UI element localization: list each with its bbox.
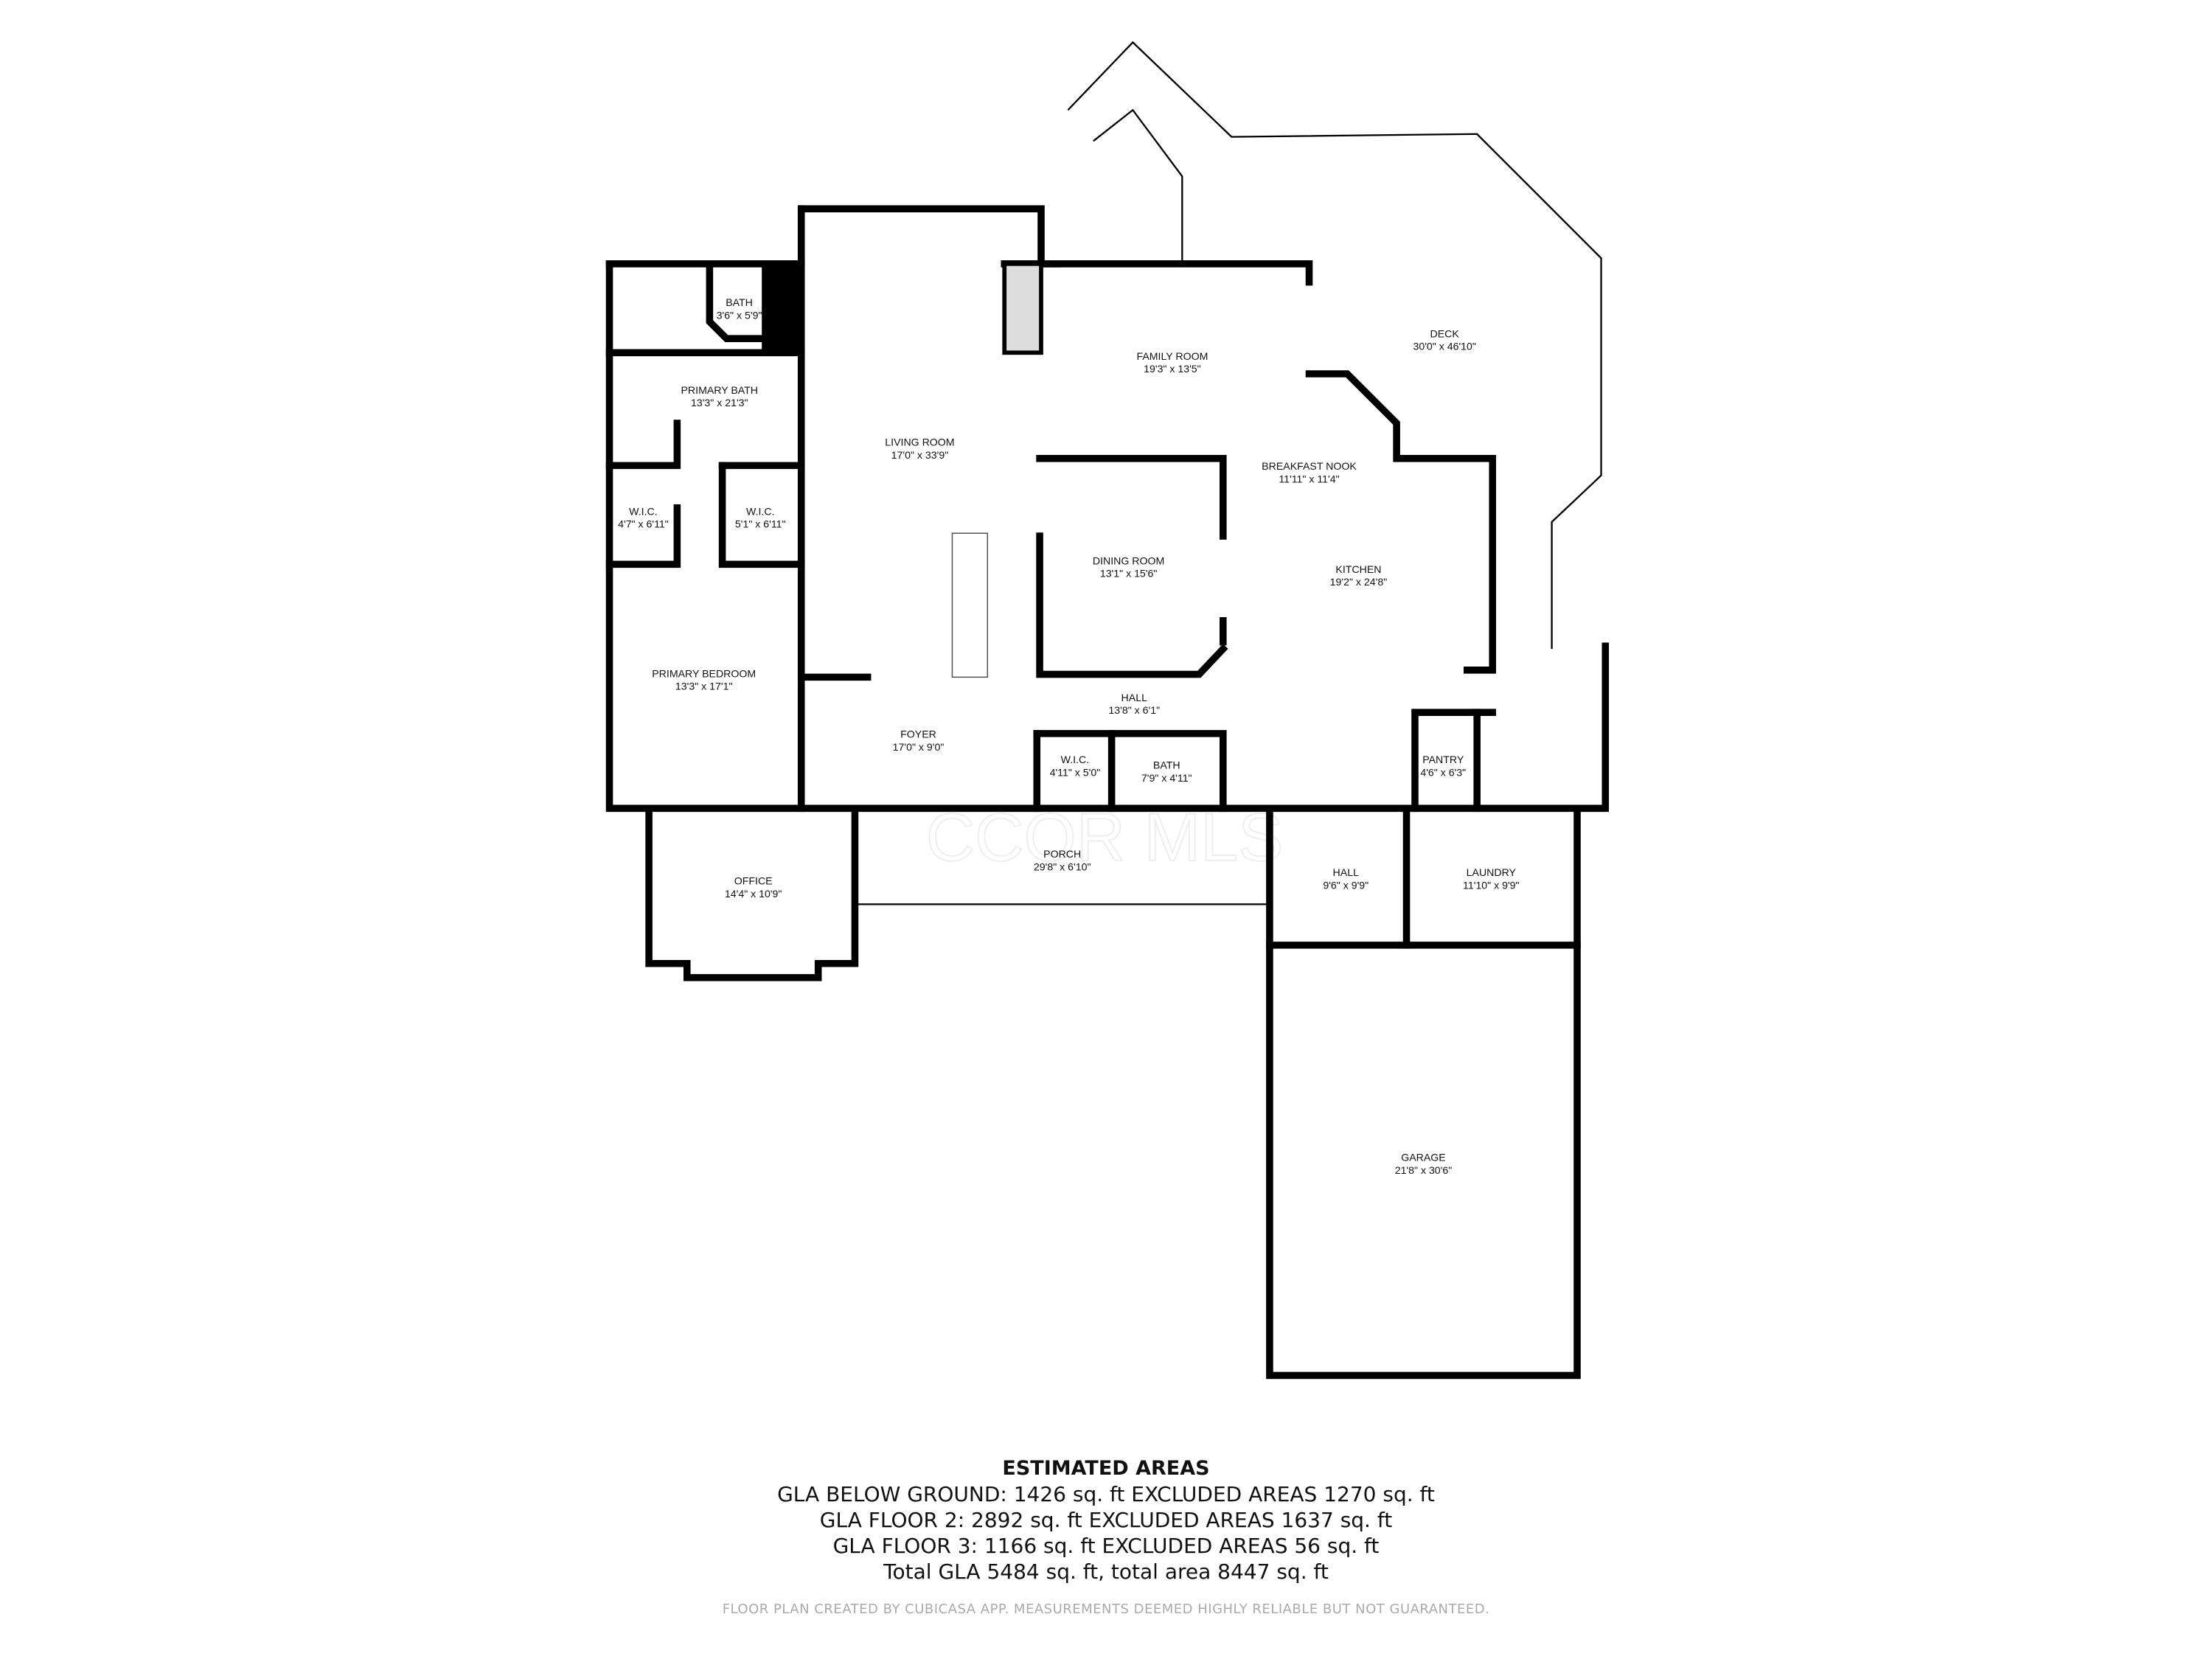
svg-text:HALL: HALL bbox=[1121, 692, 1148, 703]
estimated-areas: ESTIMATED AREAS GLA BELOW GROUND: 1426 s… bbox=[0, 1456, 2212, 1585]
svg-text:BATH: BATH bbox=[726, 296, 753, 308]
svg-text:BATH: BATH bbox=[1153, 759, 1180, 771]
svg-text:13'8" x 6'1": 13'8" x 6'1" bbox=[1108, 704, 1160, 716]
svg-text:13'3" x 21'3": 13'3" x 21'3" bbox=[691, 397, 748, 408]
area-line: GLA FLOOR 2: 2892 sq. ft EXCLUDED AREAS … bbox=[819, 1508, 1393, 1532]
area-line: Total GLA 5484 sq. ft, total area 8447 s… bbox=[883, 1559, 1329, 1584]
svg-text:W.I.C.: W.I.C. bbox=[746, 505, 775, 517]
svg-text:21'8" x 30'6": 21'8" x 30'6" bbox=[1395, 1164, 1453, 1176]
svg-text:13'1" x 15'6": 13'1" x 15'6" bbox=[1100, 568, 1158, 580]
svg-text:13'3" x 17'1": 13'3" x 17'1" bbox=[675, 681, 733, 692]
svg-text:4'6" x 6'3": 4'6" x 6'3" bbox=[1420, 766, 1466, 778]
svg-text:19'3" x 13'5": 19'3" x 13'5" bbox=[1144, 363, 1201, 375]
svg-text:PRIMARY BATH: PRIMARY BATH bbox=[681, 384, 759, 396]
svg-text:OFFICE: OFFICE bbox=[734, 875, 773, 887]
svg-text:FOYER: FOYER bbox=[900, 728, 936, 740]
svg-text:BREAKFAST NOOK: BREAKFAST NOOK bbox=[1262, 460, 1357, 472]
svg-text:9'6" x 9'9": 9'6" x 9'9" bbox=[1323, 879, 1368, 891]
svg-text:PORCH: PORCH bbox=[1043, 848, 1081, 860]
svg-text:5'1" x 6'11": 5'1" x 6'11" bbox=[735, 518, 786, 530]
svg-text:4'7" x 6'11": 4'7" x 6'11" bbox=[618, 518, 669, 530]
deck-outline bbox=[1067, 41, 1602, 650]
svg-text:FAMILY ROOM: FAMILY ROOM bbox=[1136, 350, 1208, 362]
room-dining-room: DINING ROOM 13'1" x 15'6" bbox=[1093, 554, 1164, 579]
svg-text:GARAGE: GARAGE bbox=[1401, 1152, 1446, 1164]
svg-text:KITCHEN: KITCHEN bbox=[1335, 563, 1381, 575]
svg-text:W.I.C.: W.I.C. bbox=[629, 505, 657, 517]
svg-text:14'4" x 10'9": 14'4" x 10'9" bbox=[725, 888, 782, 900]
svg-text:LIVING ROOM: LIVING ROOM bbox=[885, 437, 954, 448]
svg-text:4'11" x 5'0": 4'11" x 5'0" bbox=[1050, 766, 1101, 778]
svg-text:DECK: DECK bbox=[1430, 327, 1460, 339]
walls bbox=[605, 205, 1610, 1380]
deck-outline-inner bbox=[1093, 108, 1183, 264]
svg-text:11'10" x 9'9": 11'10" x 9'9" bbox=[1463, 879, 1520, 891]
svg-text:30'0" x 46'10": 30'0" x 46'10" bbox=[1413, 340, 1475, 352]
svg-text:17'0" x 33'9": 17'0" x 33'9" bbox=[891, 449, 949, 461]
disclaimer-footer: FLOOR PLAN CREATED BY CUBICASA APP. MEAS… bbox=[722, 1601, 1490, 1617]
watermark: CCOR MLS bbox=[926, 800, 1284, 875]
svg-text:19'2" x 24'8": 19'2" x 24'8" bbox=[1330, 576, 1388, 588]
svg-text:17'0" x 9'0": 17'0" x 9'0" bbox=[893, 741, 945, 753]
svg-text:11'11" x 11'4": 11'11" x 11'4" bbox=[1279, 473, 1339, 484]
room-primary-bedroom: PRIMARY BEDROOM 13'3" x 17'1" bbox=[652, 667, 756, 692]
area-line: GLA FLOOR 3: 1166 sq. ft EXCLUDED AREAS … bbox=[832, 1534, 1380, 1558]
svg-text:HALL: HALL bbox=[1333, 866, 1360, 878]
svg-text:PRIMARY BEDROOM: PRIMARY BEDROOM bbox=[652, 667, 756, 679]
svg-text:LAUNDRY: LAUNDRY bbox=[1467, 866, 1517, 878]
room-wic-2: W.I.C.5'1" x 6'11" bbox=[735, 505, 786, 529]
svg-text:DINING ROOM: DINING ROOM bbox=[1093, 554, 1164, 566]
area-line: GLA BELOW GROUND: 1426 sq. ft EXCLUDED A… bbox=[777, 1482, 1435, 1506]
svg-text:W.I.C.: W.I.C. bbox=[1061, 754, 1090, 765]
svg-text:29'8" x 6'10": 29'8" x 6'10" bbox=[1034, 860, 1091, 872]
areas-title: ESTIMATED AREAS bbox=[1002, 1457, 1210, 1480]
room-wic-1: W.I.C.4'7" x 6'11" bbox=[618, 505, 669, 529]
room-wic-3: W.I.C.4'11" x 5'0" bbox=[1050, 754, 1101, 778]
svg-text:PANTRY: PANTRY bbox=[1422, 754, 1464, 765]
svg-text:3'6" x 5'9": 3'6" x 5'9" bbox=[717, 309, 762, 321]
svg-text:7'9" x 4'11": 7'9" x 4'11" bbox=[1141, 772, 1192, 784]
